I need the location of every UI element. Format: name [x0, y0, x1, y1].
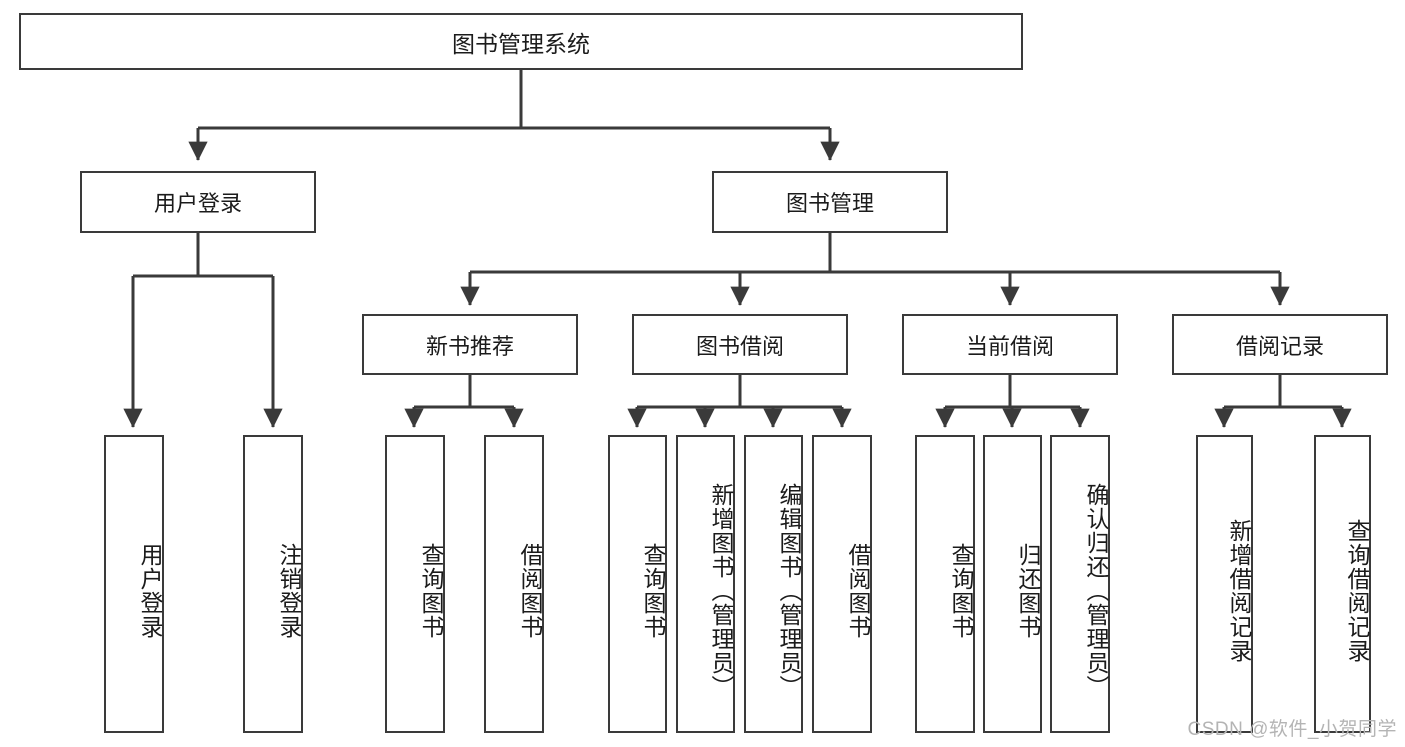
node-label: 编辑图书（管理员）: [776, 483, 802, 699]
watermark: CSDN @软件_小贺同学: [1187, 719, 1397, 740]
node-label: 图书管理: [785, 191, 874, 216]
leaf-borrow-book-recommend[interactable]: 借阅图书: [484, 435, 544, 733]
node-label: 新增图书（管理员）: [708, 483, 734, 699]
node-label: 借阅记录: [1235, 333, 1324, 359]
node-book-borrow[interactable]: 图书借阅: [632, 314, 848, 375]
leaf-user-login[interactable]: 用户登录: [104, 435, 164, 733]
node-label: 确认归还（管理员）: [1083, 483, 1109, 699]
node-label: 查询图书: [418, 543, 444, 639]
node-label: 新增借阅记录: [1226, 519, 1252, 663]
node-label: 用户登录: [137, 543, 163, 639]
node-borrow-record[interactable]: 借阅记录: [1172, 314, 1388, 375]
leaf-confirm-return[interactable]: 确认归还（管理员）: [1050, 435, 1110, 733]
node-label: 图书管理系统: [452, 30, 590, 57]
node-current-borrow[interactable]: 当前借阅: [902, 314, 1118, 375]
node-label: 借阅图书: [517, 543, 543, 639]
leaf-query-borrow-record[interactable]: 查询借阅记录: [1314, 435, 1371, 733]
leaf-add-borrow-record[interactable]: 新增借阅记录: [1196, 435, 1253, 733]
node-label: 归还图书: [1015, 543, 1041, 639]
node-label: 用户登录: [153, 191, 242, 216]
leaf-query-book-current[interactable]: 查询图书: [915, 435, 975, 733]
node-label: 借阅图书: [845, 543, 871, 639]
node-user-login[interactable]: 用户登录: [80, 171, 316, 233]
node-book-manage[interactable]: 图书管理: [712, 171, 948, 233]
leaf-edit-book[interactable]: 编辑图书（管理员）: [744, 435, 803, 733]
node-label: 当前借阅: [965, 333, 1054, 359]
leaf-query-book-borrow[interactable]: 查询图书: [608, 435, 667, 733]
leaf-return-book[interactable]: 归还图书: [983, 435, 1042, 733]
node-root-system[interactable]: 图书管理系统: [19, 13, 1023, 70]
node-label: 新书推荐: [425, 333, 514, 359]
node-new-book-recommend[interactable]: 新书推荐: [362, 314, 578, 375]
node-label: 查询图书: [948, 543, 974, 639]
leaf-add-book[interactable]: 新增图书（管理员）: [676, 435, 735, 733]
leaf-borrow-book[interactable]: 借阅图书: [812, 435, 872, 733]
leaf-user-logout[interactable]: 注销登录: [243, 435, 303, 733]
node-label: 注销登录: [276, 543, 302, 639]
node-label: 查询借阅记录: [1344, 519, 1370, 663]
leaf-query-book-recommend[interactable]: 查询图书: [385, 435, 445, 733]
node-label: 查询图书: [640, 543, 666, 639]
node-label: 图书借阅: [695, 333, 784, 359]
